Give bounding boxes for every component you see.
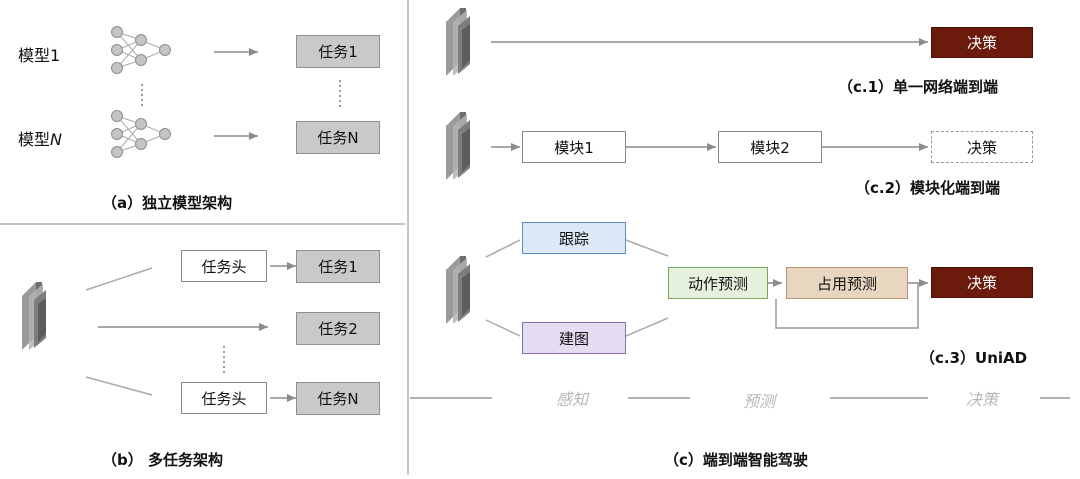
neural-net-icon	[111, 26, 171, 74]
panel-a-caption: （a）独立模型架构	[102, 194, 233, 212]
panel-b-caption: （b） 多任务架构	[102, 451, 223, 469]
model-n-label: 模型N	[18, 130, 62, 149]
task-n-box: 任务N	[296, 382, 380, 415]
network-stack-icon	[446, 256, 470, 324]
model-1-label: 模型1	[18, 46, 61, 65]
c3-motion-prediction-box: 动作预测	[668, 267, 768, 299]
panel-c-caption: （c）端到端智能驾驶	[664, 451, 808, 469]
c2-decision-box: 决策	[931, 131, 1033, 163]
c2-module-1-box: 模块1	[522, 131, 626, 163]
c2-caption: （c.2）模块化端到端	[855, 179, 1001, 197]
network-stack-icon	[22, 282, 46, 350]
c1-decision-box: 决策	[931, 27, 1033, 58]
network-stack-icon	[446, 8, 470, 76]
stage-perception-label: 感知	[556, 390, 589, 409]
task-2-box: 任务2	[296, 312, 380, 345]
task-n-box: 任务N	[296, 121, 380, 154]
c1-caption: （c.1）单一网络端到端	[838, 78, 999, 96]
network-stack-icon	[446, 112, 470, 180]
c3-decision-box: 决策	[931, 267, 1033, 298]
c2-module-2-box: 模块2	[718, 131, 822, 163]
stage-prediction-label: 预测	[743, 392, 776, 411]
task-head-1-box: 任务头	[181, 250, 267, 282]
c3-caption: （c.3）UniAD	[920, 349, 1028, 367]
task-1-box: 任务1	[296, 35, 380, 68]
neural-net-icon	[111, 110, 171, 158]
task-1-box: 任务1	[296, 250, 380, 283]
c3-mapping-box: 建图	[522, 322, 626, 354]
task-head-n-box: 任务头	[181, 382, 267, 414]
stage-decision-label: 决策	[966, 390, 999, 409]
c3-occupancy-prediction-box: 占用预测	[786, 267, 908, 299]
c3-tracking-box: 跟踪	[522, 222, 626, 254]
